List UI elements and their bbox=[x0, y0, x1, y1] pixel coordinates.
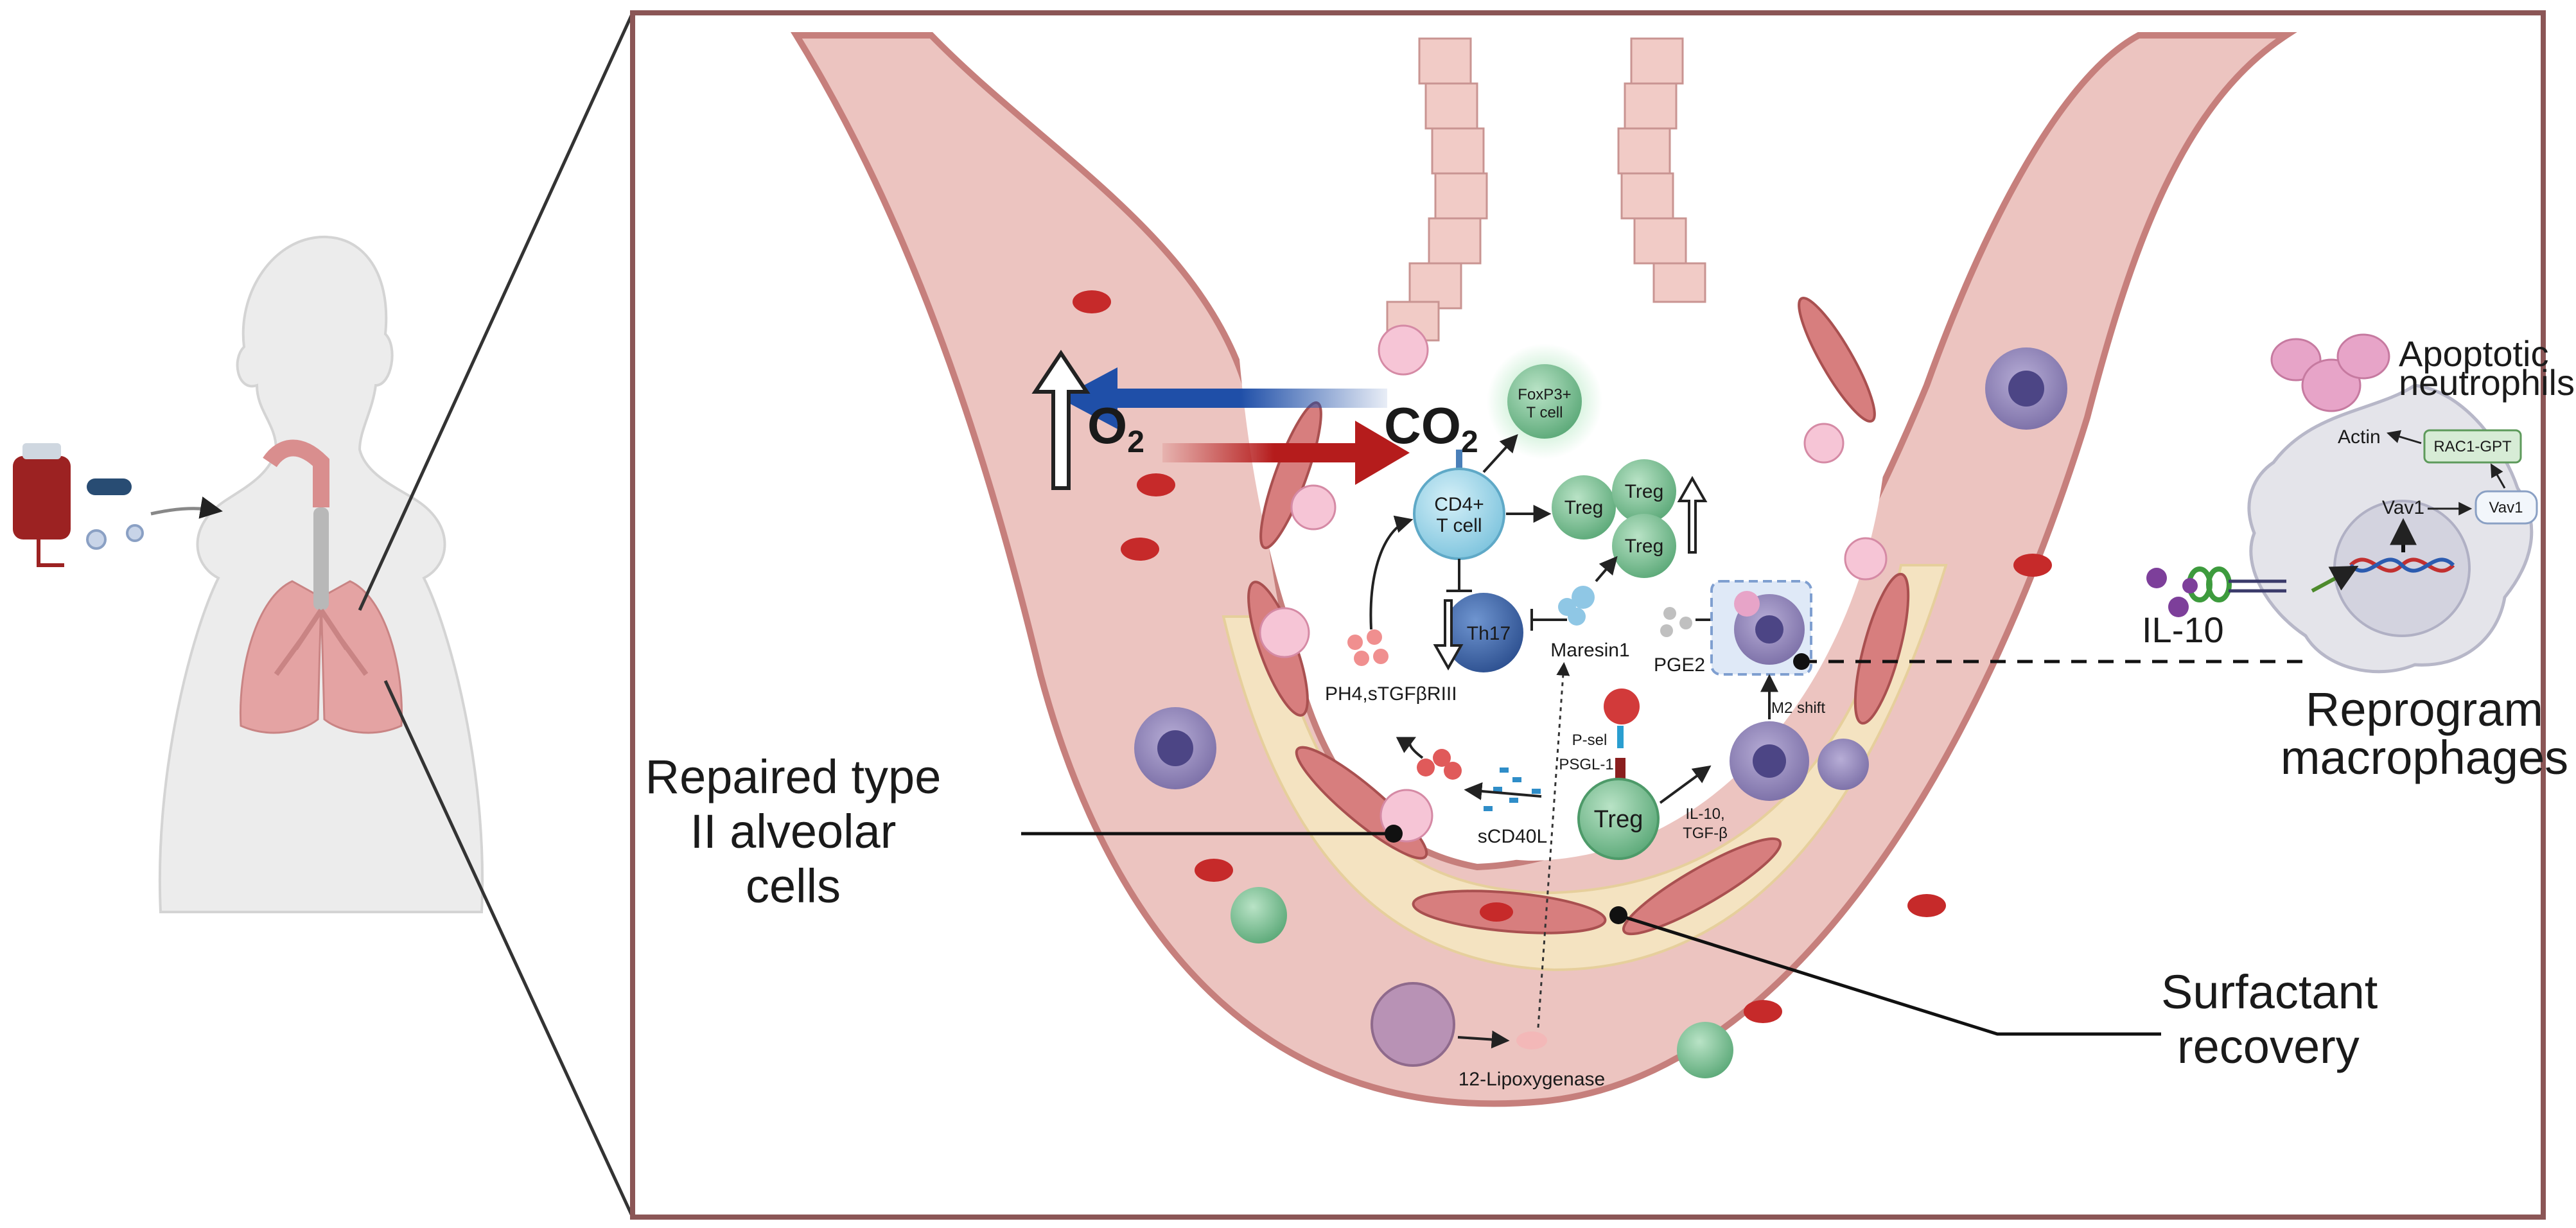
treg-label-1: Treg bbox=[1564, 497, 1604, 518]
il10-label: IL-10 bbox=[2142, 610, 2224, 650]
central-treg-cell bbox=[1577, 778, 1660, 860]
lumen-macrophage-nucleus bbox=[1755, 615, 1783, 644]
th17-label: Th17 bbox=[1467, 623, 1511, 644]
lipox-enzyme bbox=[1516, 1031, 1547, 1049]
surfactant-pointer-line bbox=[1618, 913, 2161, 1036]
engulfed-neutrophil bbox=[1734, 591, 1760, 617]
ph4-molecules bbox=[1347, 629, 1389, 666]
scd40l-label: sCD40L bbox=[1478, 826, 1547, 847]
lipox-dotted-line bbox=[1537, 662, 1570, 1028]
airway-epithelium-left bbox=[1386, 37, 1488, 342]
treg-cell-3 bbox=[1612, 514, 1676, 578]
o2-arrow bbox=[1060, 367, 1387, 429]
o2-increase-arrow bbox=[1031, 349, 1091, 490]
neutrophil-to-lipox-arrow bbox=[1457, 1030, 1510, 1049]
psgl-1 bbox=[1615, 758, 1625, 784]
maresin-label: Maresin1 bbox=[1550, 640, 1629, 661]
reprogram-pointer-dot bbox=[1793, 653, 1810, 670]
maresin-molecule bbox=[1558, 586, 1595, 626]
treg-label-3: Treg bbox=[1625, 536, 1664, 557]
treg-cell-1 bbox=[1552, 475, 1616, 539]
treg-cell-2 bbox=[1612, 459, 1676, 523]
repaired-label-1: Repaired type bbox=[645, 750, 942, 803]
treg-to-platelet-arrow bbox=[1464, 782, 1542, 800]
treg-label-2: Treg bbox=[1625, 481, 1664, 502]
maresin-to-treg-arrow bbox=[1595, 556, 1618, 583]
apoptotic-neutrophils-icon bbox=[2270, 333, 2390, 412]
rac1-gpt-box bbox=[2423, 429, 2522, 464]
repaired-pointer-dot bbox=[1385, 825, 1403, 843]
rac1-to-actin-arrow bbox=[2386, 430, 2422, 444]
cd4-label-1: CD4+ bbox=[1434, 494, 1484, 515]
actin-label: Actin bbox=[2338, 426, 2381, 448]
inhalation-arrow bbox=[150, 496, 223, 519]
psel-label: P-sel bbox=[1572, 732, 1608, 749]
repaired-label-3: cells bbox=[746, 859, 841, 913]
reprogram-label-1: Reprogram bbox=[2306, 683, 2543, 736]
vav1-small-label: Vav1 bbox=[2489, 499, 2523, 516]
wall-lymphocytes bbox=[1231, 887, 1733, 1078]
alveolus-lumen bbox=[1240, 275, 1888, 861]
zoom-line-top bbox=[358, 12, 635, 611]
treg-to-macrophage-arrow bbox=[1659, 765, 1712, 804]
pge2-label: PGE2 bbox=[1654, 654, 1705, 676]
foxp3-label-2: T cell bbox=[1527, 404, 1563, 421]
platelet-cluster bbox=[1417, 749, 1462, 780]
ph4-to-cd4-arrow bbox=[1369, 515, 1414, 630]
co2-label: CO2 bbox=[1384, 397, 1478, 459]
tcr-receptor bbox=[1456, 450, 1462, 472]
il10-molecules bbox=[2146, 568, 2198, 617]
cd4-inhibits-th17 bbox=[1446, 559, 1472, 592]
airway-epithelium-right bbox=[1617, 37, 1706, 303]
cd4-label-2: T cell bbox=[1436, 515, 1482, 536]
lipox-label: 12-Lipoxygenase bbox=[1459, 1069, 1606, 1090]
virus-icon bbox=[86, 524, 144, 550]
surfactant-layer bbox=[1222, 564, 1948, 972]
bacteria-icon bbox=[87, 478, 132, 495]
dna-helix-strand-2 bbox=[2349, 557, 2455, 573]
platelet-to-ph4-arrow bbox=[1396, 737, 1424, 759]
rac1-gpt-label: RAC1-GPT bbox=[2433, 438, 2512, 455]
surfactant-pointer-dot bbox=[1609, 906, 1627, 924]
vav1-label: Vav1 bbox=[2382, 497, 2424, 518]
p-selectin bbox=[1617, 726, 1624, 748]
m2-shift-label: M2 shift bbox=[1771, 699, 1825, 717]
surfactant-label-1: Surfactant bbox=[2161, 965, 2378, 1019]
vav1-to-rac1-arrow bbox=[2490, 463, 2506, 489]
foxp3-t-cell bbox=[1507, 364, 1582, 439]
apoptotic-label-2: neutrophils bbox=[2399, 362, 2575, 403]
m2-macrophage-nucleus bbox=[1753, 744, 1786, 778]
vav1-small-box bbox=[2475, 490, 2538, 525]
blood-bag-icon bbox=[13, 443, 71, 567]
reprogram-label-2: macrophages bbox=[2281, 731, 2568, 784]
scd40l-molecules bbox=[1484, 768, 1541, 811]
m2-macrophage-2 bbox=[1818, 739, 1869, 790]
maresin-inhibits-th17 bbox=[1530, 609, 1567, 631]
il10-tgf-label-1: IL-10, bbox=[1685, 805, 1724, 823]
th17-decrease-arrow bbox=[1433, 599, 1464, 671]
il10-tgf-label-2: TGF-β bbox=[1683, 825, 1728, 842]
co2-arrow bbox=[1162, 421, 1410, 485]
pge2-molecules bbox=[1660, 607, 1692, 637]
human-figure bbox=[158, 235, 484, 913]
ph4-label: PH4,sTGFβRIII bbox=[1325, 683, 1457, 705]
cd4-to-foxp3-arrow bbox=[1482, 434, 1518, 473]
repaired-label-2: II alveolar bbox=[690, 805, 897, 858]
th17-cell bbox=[1444, 593, 1523, 672]
neutrophil-cell bbox=[1371, 982, 1455, 1067]
o2-label: O2 bbox=[1087, 397, 1144, 459]
type-ii-alveolar-cells bbox=[1259, 324, 1888, 843]
apoptotic-label-1: Apoptotic bbox=[2399, 333, 2549, 374]
surfactant-label-2: recovery bbox=[2177, 1020, 2360, 1073]
central-treg-label: Treg bbox=[1594, 806, 1643, 833]
tissue-macrophages bbox=[1134, 347, 2067, 789]
psgl-label: PSGL-1 bbox=[1559, 756, 1613, 773]
red-blood-cells bbox=[1073, 290, 2052, 1023]
zoom-line-bottom bbox=[383, 680, 635, 1218]
treg-increase-arrow bbox=[1677, 475, 1708, 554]
activated-platelet bbox=[1604, 689, 1640, 724]
receptor-signal-arrow bbox=[2311, 566, 2359, 593]
foxp3-label-1: FoxP3+ bbox=[1518, 386, 1571, 403]
